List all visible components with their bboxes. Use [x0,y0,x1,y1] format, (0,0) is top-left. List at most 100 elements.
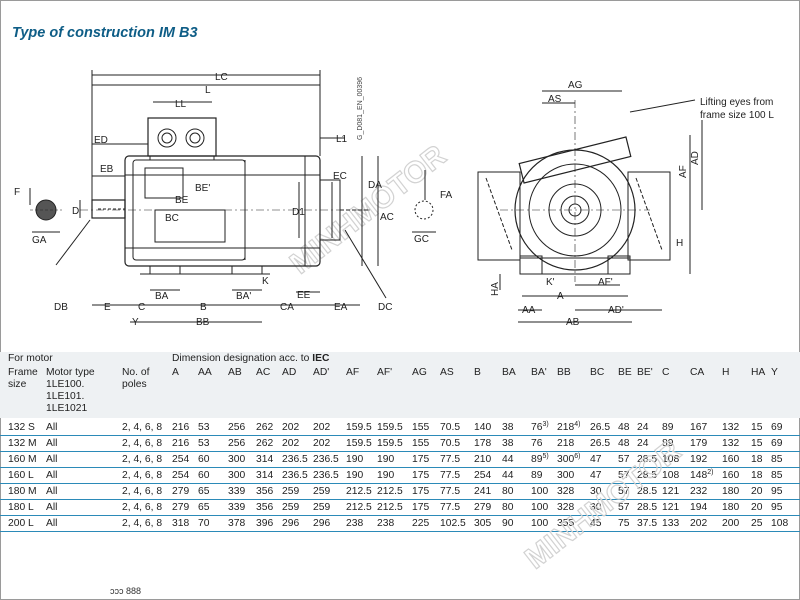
cell-value: 48 [618,422,630,433]
cell-poles: 2, 4, 6, 8 [122,518,163,529]
cell-a: 318 [172,518,189,529]
lifting-note-line1: Lifting eyes from [700,97,773,108]
cell-value: 305 [474,518,492,529]
cell-value: 314 [256,470,274,481]
cell-value: 296 [313,518,331,529]
cell-value: 89 [531,454,543,465]
cell-value: 121 [662,486,680,497]
cell-value: 232 [690,486,708,497]
cell-be-prime: 28.5 [637,454,657,465]
cell-af-prime: 190 [377,470,394,481]
cell-value: 108 [662,454,680,465]
cell-be: 57 [618,502,629,513]
cell-value: 28.5 [637,454,658,465]
cell-value: 77.5 [440,502,461,513]
cell-as: 77.5 [440,502,460,513]
label-ha: HA [490,282,501,296]
cell-bc: 47 [590,470,601,481]
th-dim-7: AF' [377,367,393,378]
cell-b: 241 [474,486,491,497]
cell-value: 202 [690,518,708,529]
cell-b: 210 [474,454,491,465]
cell-ad-prime: 202 [313,422,330,433]
cell-c: 121 [662,486,679,497]
footnote-ref: 5) [542,453,549,460]
watermark-2: MINHMOTOR [519,440,688,576]
cell-value: 95 [771,502,783,513]
watermark: MINHMOTOR [284,139,453,281]
cell-ba-prime: 100 [531,518,548,529]
cell-value: 57 [618,486,630,497]
cell-ca: 1482) [690,469,713,481]
cell-c: 108 [662,454,679,465]
th-dim-21: Y [771,367,778,378]
cell-value: 89 [531,470,543,481]
cell-value: 236.5 [313,454,339,465]
cell-value: 396 [256,518,274,529]
th-dim-15: BE [618,367,632,378]
cell-h: 180 [722,502,739,513]
cell-value: 175 [412,486,430,497]
cell-value: 24 [637,422,649,433]
cell-ad: 236.5 [282,454,308,465]
cell-h: 180 [722,486,739,497]
cell-value: 30 [590,486,602,497]
cell-value: 216 [172,422,190,433]
cell-value: 238 [346,518,364,529]
cell-value: 80 [502,486,514,497]
cell-value: 218 [557,422,575,433]
lifting-note-line2: frame size 100 L [700,110,774,121]
cell-h: 132 [722,422,739,433]
label-ad: AD [690,151,701,165]
cell-bb: 300 [557,470,574,481]
cell-af: 190 [346,470,363,481]
cell-be: 57 [618,470,629,481]
cell-a: 254 [172,470,189,481]
cell-bb: 355 [557,518,574,529]
cell-bc: 26.5 [590,438,610,449]
cell-ba-prime: 89 [531,470,542,481]
cell-value: 45 [590,518,602,529]
cell-as: 77.5 [440,486,460,497]
cell-be-prime: 24 [637,438,648,449]
cell-ba: 38 [502,422,513,433]
cell-be: 48 [618,422,629,433]
cell-value: 190 [346,470,364,481]
cell-ac: 314 [256,454,273,465]
cell-ca: 192 [690,454,707,465]
cell-ab: 300 [228,470,245,481]
cell-value: 77.5 [440,486,461,497]
end-view [477,90,703,323]
cell-value: 256 [228,438,246,449]
cell-value: 300 [228,454,246,465]
cell-be-prime: 37.5 [637,518,657,529]
cell-value: 100 [531,518,549,529]
th-frame-l1: Frame [8,367,38,378]
cell-a: 254 [172,454,189,465]
cell-value: 65 [198,486,210,497]
cell-ad-prime: 202 [313,438,330,449]
cell-value: 60 [198,470,210,481]
cell-ha: 25 [751,518,762,529]
cell-value: 159.5 [346,422,372,433]
cell-value: 20 [751,486,763,497]
cell-poles: 2, 4, 6, 8 [122,438,163,449]
cell-value: 89 [662,438,674,449]
cell-bb: 3006) [557,453,580,465]
cell-value: 48 [618,438,630,449]
cell-value: 28.5 [637,502,658,513]
cell-value: 18 [751,470,763,481]
cell-aa: 65 [198,502,209,513]
cell-ag: 225 [412,518,429,529]
cell-af: 212.5 [346,502,372,513]
th-dim-13: BB [557,367,571,378]
cell-value: 225 [412,518,430,529]
cell-ab: 256 [228,422,245,433]
label-ba-prime: BA' [236,291,251,302]
cell-c: 121 [662,502,679,513]
label-y: Y [132,317,139,328]
cell-value: 57 [618,470,630,481]
cell-be-prime: 24 [637,422,648,433]
cell-value: 236.5 [313,470,339,481]
